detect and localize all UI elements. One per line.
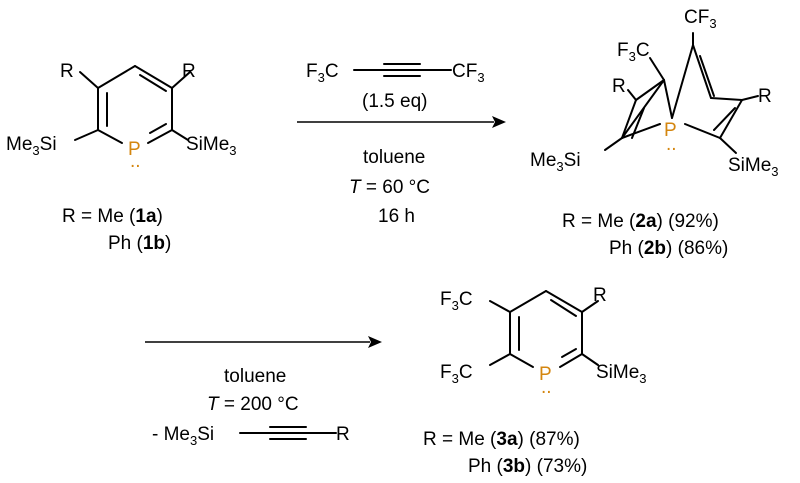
compound-3: F3C R F3C P .. SiMe3 R = Me (3a) (87%) P… xyxy=(423,285,647,477)
compound-3-sime3-right: SiMe3 xyxy=(596,362,647,386)
step-1-time: 16 h xyxy=(378,206,415,227)
step-1-reagent-triple-bond xyxy=(353,63,452,77)
compound-1-lone-pair: .. xyxy=(130,151,141,172)
step-1-arrow xyxy=(297,116,506,128)
step-2-temperature: T = 200 °C xyxy=(207,394,299,415)
compound-1-sime3-right: SiMe3 xyxy=(186,134,237,158)
compound-3-f3c-bottom: F3C xyxy=(440,362,473,386)
compound-3-label-3a: R = Me (3a) (87%) xyxy=(423,429,580,450)
compound-2-label-2a: R = Me (2a) (92%) xyxy=(562,211,719,232)
step-1-reagent-f3c: F3C xyxy=(306,61,339,85)
compound-2-sime3-left: Me3Si xyxy=(530,150,581,174)
compound-3-bonds xyxy=(489,290,599,368)
compound-1-r-right: R xyxy=(182,61,196,82)
compound-2-sime3-right: SiMe3 xyxy=(728,155,779,179)
compound-1-bonds xyxy=(74,65,191,144)
compound-1: R R P .. Me3Si SiMe3 R = Me (1a) Ph (1b) xyxy=(6,61,237,254)
step-2-byproduct-r: R xyxy=(336,424,350,445)
step-1-reagent-cf3: CF3 xyxy=(452,61,485,85)
step-2: toluene T = 200 °C - Me3Si R xyxy=(145,336,382,448)
compound-1-r-left: R xyxy=(60,61,74,82)
compound-3-r-right: R xyxy=(593,285,607,306)
compound-3-label-3b: Ph (3b) (73%) xyxy=(468,456,587,477)
step-2-byproduct-triple-bond xyxy=(239,426,337,440)
compound-2-label-2b: Ph (2b) (86%) xyxy=(609,238,728,259)
compound-1-sime3-left: Me3Si xyxy=(6,134,57,158)
compound-3-f3c-top: F3C xyxy=(440,289,473,313)
step-1-temperature: T = 60 °C xyxy=(349,177,430,198)
step-1: F3C CF3 (1.5 eq) toluene T = 60 °C 16 h xyxy=(297,61,506,227)
compound-1-label-1a: R = Me (1a) xyxy=(62,206,163,227)
compound-2-cf3-top: CF3 xyxy=(684,7,717,31)
compound-2-r-left: R xyxy=(612,76,626,97)
compound-2-bonds xyxy=(604,32,759,154)
compound-1-label-1b: Ph (1b) xyxy=(108,233,171,254)
compound-2-r-right: R xyxy=(758,86,772,107)
compound-3-lone-pair: .. xyxy=(541,377,552,398)
step-1-solvent: toluene xyxy=(363,147,425,168)
step-2-arrow xyxy=(145,336,382,348)
compound-2-lone-pair: .. xyxy=(666,134,677,155)
step-2-solvent: toluene xyxy=(224,366,286,387)
compound-2-phosphorus: P xyxy=(664,120,677,141)
compound-2: CF3 F3C R R P .. Me3Si SiMe3 R = Me (2a)… xyxy=(530,7,779,259)
compound-3-phosphorus: P xyxy=(539,364,552,385)
compound-1-phosphorus: P xyxy=(128,139,141,160)
step-2-byproduct-sime3: - Me3Si xyxy=(152,424,214,448)
step-1-equivalents: (1.5 eq) xyxy=(362,91,427,112)
compound-2-f3c-left: F3C xyxy=(617,40,650,64)
